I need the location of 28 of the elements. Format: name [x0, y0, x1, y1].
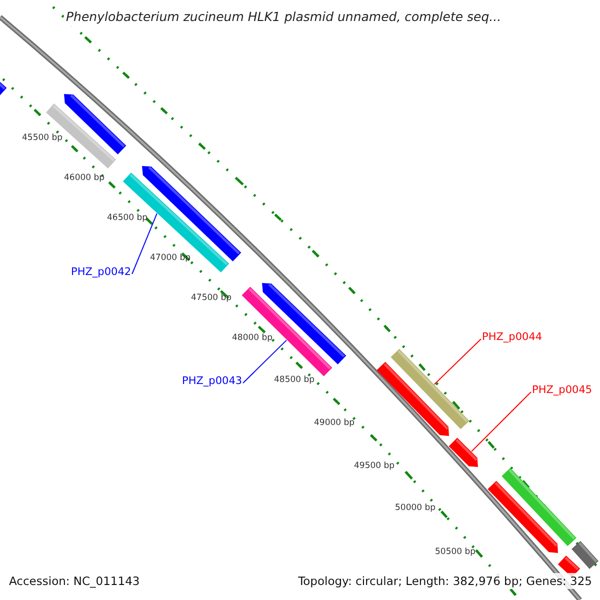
- gene-bar: [390, 348, 470, 430]
- tick-label: 50000 bp: [395, 503, 436, 513]
- tick-label: 45500 bp: [22, 133, 63, 143]
- leader-line: [132, 213, 158, 274]
- accession-text: Accession: NC_011143: [9, 573, 140, 589]
- gene-label: PHZ_p0045: [532, 383, 592, 397]
- gene-label: PHZ_p0042: [71, 265, 132, 279]
- leader-line: [471, 392, 532, 452]
- tick-label: 48500 bp: [274, 375, 315, 385]
- gene-bar: [502, 468, 576, 546]
- gene-feature: [64, 94, 126, 154]
- tick-label: 50500 bp: [435, 547, 476, 557]
- tick-label: 46500 bp: [107, 213, 148, 223]
- leader-line: [434, 338, 482, 385]
- gene-label: PHZ_p0043: [182, 374, 242, 388]
- gene-feature: [376, 362, 449, 436]
- gene-label: PHZ_p0044: [482, 330, 542, 344]
- map-summary-text: Topology: circular; Length: 382,976 bp; Genes: 325: [296, 573, 594, 589]
- tick-label: 48000 bp: [232, 333, 273, 343]
- tick-label: 49500 bp: [354, 461, 395, 471]
- gene-feature: [262, 283, 346, 364]
- leader-line: [242, 340, 288, 384]
- gene-feature: [448, 438, 478, 467]
- gene-bar: [572, 540, 598, 570]
- tick-label: 47500 bp: [191, 293, 232, 303]
- tick-label: 46000 bp: [64, 173, 105, 183]
- tick-label: 49000 bp: [314, 418, 355, 428]
- gene-feature: [488, 480, 558, 553]
